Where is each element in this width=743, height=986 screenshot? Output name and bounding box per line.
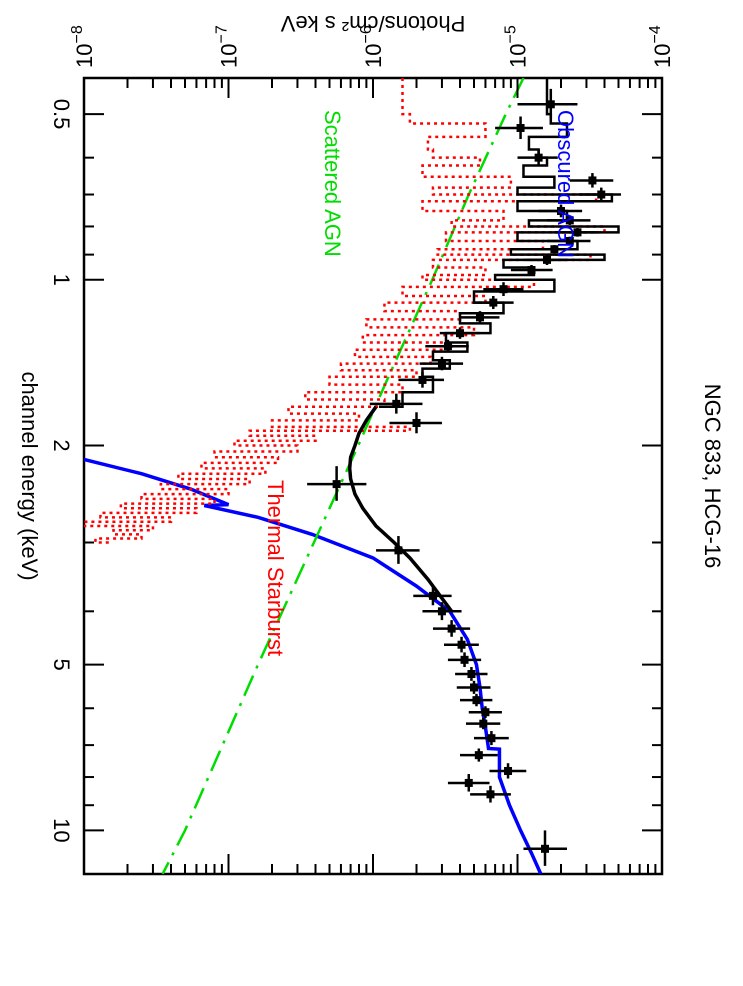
data-point (419, 356, 464, 371)
x-tick-label: 10 (49, 818, 74, 842)
series-line (347, 405, 454, 613)
axis-labels-layer: 0.5 1 2 5 10 channel energy (keV) 10−4 10−5 10−6… (17, 11, 675, 843)
data-point (579, 187, 621, 202)
data-point (447, 652, 482, 668)
data-point (546, 236, 591, 246)
data-point (546, 215, 591, 225)
y-tick-label: 10−4 (647, 25, 675, 68)
data-point (389, 412, 442, 434)
series-line (161, 78, 525, 874)
annotation-label: Scattered AGN (320, 110, 345, 257)
data-point (554, 227, 598, 237)
data-point (459, 693, 493, 707)
data-point (455, 667, 488, 681)
data-point (465, 718, 501, 730)
data-point (523, 830, 567, 866)
axis-ticks-layer (83, 78, 662, 874)
data-point (398, 371, 445, 388)
data-point (456, 680, 491, 694)
y-tick-label: 10−8 (69, 25, 97, 68)
svg-text:10−7: 10−7 (214, 25, 242, 68)
x-tick-label: 5 (49, 659, 74, 671)
series-line (84, 78, 606, 544)
data-point (470, 785, 511, 803)
data-point (376, 536, 420, 564)
data-point (413, 586, 452, 606)
data-point (447, 774, 490, 792)
data-point (444, 636, 479, 653)
data-point (425, 339, 469, 353)
data-point (533, 245, 576, 254)
svg-text:Obscured AGN: Obscured AGN (553, 110, 578, 258)
x-tick-label: 0.5 (49, 99, 74, 130)
data-point (495, 116, 543, 140)
y-axis-title: Photons/cm² s keV (280, 11, 465, 36)
data-point (569, 173, 614, 188)
data-point (459, 311, 500, 324)
x-tick-label: 2 (49, 439, 74, 451)
data-point (510, 265, 553, 275)
annotation-label: Thermal Starburst (263, 480, 288, 656)
figure-rotation-group: 0.5 1 2 5 10 channel energy (keV) 10−4 10−5 10−6… (17, 11, 725, 876)
svg-text:Photons/cm² s keV: Photons/cm² s keV (280, 11, 465, 36)
svg-text:Thermal Starburst: Thermal Starburst (263, 480, 288, 656)
chart-title: NGC 833, HCG-16 (700, 384, 725, 569)
data-point (517, 149, 558, 166)
series-line (84, 457, 543, 874)
svg-text:Scattered AGN: Scattered AGN (320, 110, 345, 257)
data-point (432, 620, 471, 637)
data-point (489, 763, 527, 779)
y-tick-label: 10−6 (358, 25, 386, 68)
annotation-label: Obscured AGN (553, 110, 578, 258)
data-point (439, 327, 480, 339)
y-tick-label: 10−7 (214, 25, 242, 68)
data-point (517, 88, 578, 119)
data-point (526, 254, 567, 266)
series-line (378, 78, 620, 408)
data-point (459, 748, 498, 762)
data-point (369, 393, 423, 414)
x-tick-label: 1 (49, 274, 74, 286)
x-axis-title: channel energy (keV) (17, 371, 42, 580)
data-point (483, 282, 524, 296)
svg-text:10−5: 10−5 (503, 25, 531, 68)
plot-series-layer (84, 78, 621, 874)
svg-text:10−4: 10−4 (647, 25, 675, 68)
svg-text:10−8: 10−8 (69, 25, 97, 68)
y-tick-label: 10−5 (503, 25, 531, 68)
svg-text:10−6: 10−6 (358, 25, 386, 68)
data-point (307, 466, 367, 501)
data-point (538, 204, 583, 218)
data-point (472, 295, 514, 310)
data-point (474, 731, 509, 746)
data-point (468, 706, 502, 719)
data-point (422, 602, 462, 621)
